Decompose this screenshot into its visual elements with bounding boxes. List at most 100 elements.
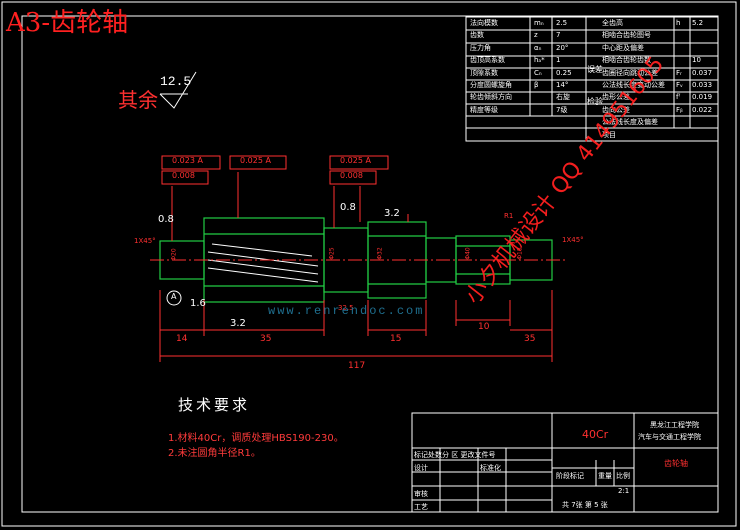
- param-value: 2.5: [556, 19, 568, 27]
- diam-a: Φ20: [170, 248, 178, 261]
- param-value: 1: [556, 56, 561, 65]
- school-line1: 黑龙江工程学院: [650, 421, 699, 429]
- roughness-b: 0.8: [340, 202, 356, 213]
- revision-row: 标记处数分 区 更改文件号: [414, 451, 496, 459]
- param-symbol: Fᵣ: [676, 68, 682, 77]
- param-value: 7级: [556, 105, 568, 114]
- param-name: 中心距及偏差: [602, 43, 644, 52]
- roughness-a: 0.8: [158, 214, 174, 225]
- dim-overall: 117: [348, 361, 366, 371]
- tech-requirement-1: 1.材料40Cr，调质处理HBS190-230。: [168, 433, 344, 444]
- param-symbol: hₐ*: [534, 56, 545, 65]
- drawing-title: A3-齿轮轴: [6, 8, 129, 38]
- param-name: 项目: [602, 130, 616, 139]
- group-label-error: 误差: [587, 65, 603, 74]
- param-name: 相啮合齿轮齿数: [602, 56, 651, 65]
- param-symbol: αₙ: [534, 43, 542, 52]
- param-value: 7: [556, 31, 561, 40]
- param-name: 齿形公差: [602, 93, 630, 102]
- param-symbol: z: [534, 31, 538, 40]
- weight-label: 重量: [598, 472, 612, 480]
- param-name: 齿数: [470, 31, 484, 40]
- surface-finish-value: 12.5: [160, 74, 192, 89]
- param-name: 齿圈径向跳动公差: [602, 68, 658, 77]
- param-name: 公法线长度及偏差: [602, 118, 658, 127]
- param-value: 10: [692, 56, 701, 65]
- tolerance-frame-1: 0.023 A: [172, 156, 203, 165]
- dim-seg4: 10: [478, 322, 490, 332]
- length-note: 32.5: [338, 304, 354, 312]
- datum-label: A: [171, 292, 177, 301]
- dim-seg3: 15: [390, 334, 402, 344]
- chamfer-left: 1X45°: [134, 237, 156, 245]
- param-value: 14°: [556, 81, 569, 89]
- stage-mark-label: 阶段标记: [556, 472, 584, 480]
- param-symbol: mₙ: [534, 19, 544, 27]
- param-value: 20°: [556, 43, 569, 52]
- param-value: 0.033: [692, 81, 713, 89]
- param-name: 法向模数: [470, 19, 498, 27]
- tolerance-frame-2: 0.008: [172, 171, 195, 180]
- scale-label: 比例: [616, 472, 630, 480]
- diam-b: Φ25: [328, 247, 336, 260]
- param-value: 0.25: [556, 68, 572, 77]
- param-value: 右旋: [556, 93, 570, 102]
- roughness-d: 3.2: [230, 318, 246, 329]
- param-name: 全齿高: [602, 19, 623, 27]
- tech-requirements-heading: 技术要求: [178, 396, 251, 414]
- param-symbol: Cₙ: [534, 68, 542, 77]
- sheet-count: 共 7张 第 5 张: [562, 501, 608, 509]
- param-name: 轮齿倾斜方向: [470, 93, 512, 102]
- surface-finish-symbol: [159, 71, 197, 109]
- standard-label: 标准化: [480, 464, 501, 472]
- design-label: 设计: [414, 464, 428, 472]
- diam-d: Φ40: [464, 247, 472, 260]
- chamfer-right: 1X45°: [562, 236, 584, 244]
- tech-requirement-2: 2.未注圆角半径R1。: [168, 448, 261, 459]
- review-label: 审核: [414, 490, 428, 498]
- param-value: 5.2: [692, 19, 704, 27]
- roughness-c: 3.2: [384, 208, 400, 219]
- param-name: 分度圆螺旋角: [470, 81, 512, 89]
- datum-circle: [166, 290, 182, 306]
- material: 40Cr: [582, 428, 609, 441]
- param-name: 顶隙系数: [470, 68, 498, 77]
- param-symbol: Fᵦ: [676, 105, 683, 114]
- param-value: 0.037: [692, 68, 713, 77]
- dim-seg1: 14: [176, 334, 188, 344]
- tolerance-frame-4: 0.025 A: [340, 156, 371, 165]
- radius-note: R1: [504, 212, 514, 220]
- scale-value: 2:1: [618, 487, 630, 495]
- surface-finish-label: 其余: [118, 88, 158, 112]
- param-name: 齿顶高系数: [470, 56, 505, 65]
- diam-c: Φ32: [376, 247, 384, 260]
- group-label-inspect: 检验: [587, 97, 603, 106]
- parameter-table-grid: [465, 16, 719, 142]
- title-block-grid: [411, 412, 719, 513]
- param-name: 压力角: [470, 43, 491, 52]
- helical-teeth: [207, 243, 319, 283]
- param-value: 0.019: [692, 93, 713, 102]
- param-symbol: fᶠ: [676, 93, 681, 102]
- dim-seg5: 35: [524, 334, 536, 344]
- tolerance-frame-3: 0.025 A: [240, 156, 271, 165]
- watermark-url: www.renrendoc.com: [268, 304, 425, 318]
- tolerance-frame-boxes: [161, 155, 389, 185]
- param-symbol: β: [534, 81, 539, 89]
- param-name: 精度等级: [470, 105, 498, 114]
- roughness-e: 1.6: [190, 298, 206, 309]
- param-name: 齿向公差: [602, 105, 630, 114]
- process-label: 工艺: [414, 503, 428, 511]
- drawing-frame: [21, 15, 719, 513]
- param-symbol: h: [676, 19, 681, 27]
- param-name: 公法线长度变动公差: [602, 81, 665, 89]
- tolerance-frame-5: 0.008: [340, 171, 363, 180]
- param-name: 相啮合齿轮图号: [602, 31, 651, 40]
- dimension-lines: [159, 172, 553, 362]
- school-line2: 汽车与交通工程学院: [638, 433, 701, 441]
- param-symbol: Fᵥ: [676, 81, 683, 89]
- param-value: 0.022: [692, 105, 713, 114]
- part-name: 齿轮轴: [664, 459, 688, 468]
